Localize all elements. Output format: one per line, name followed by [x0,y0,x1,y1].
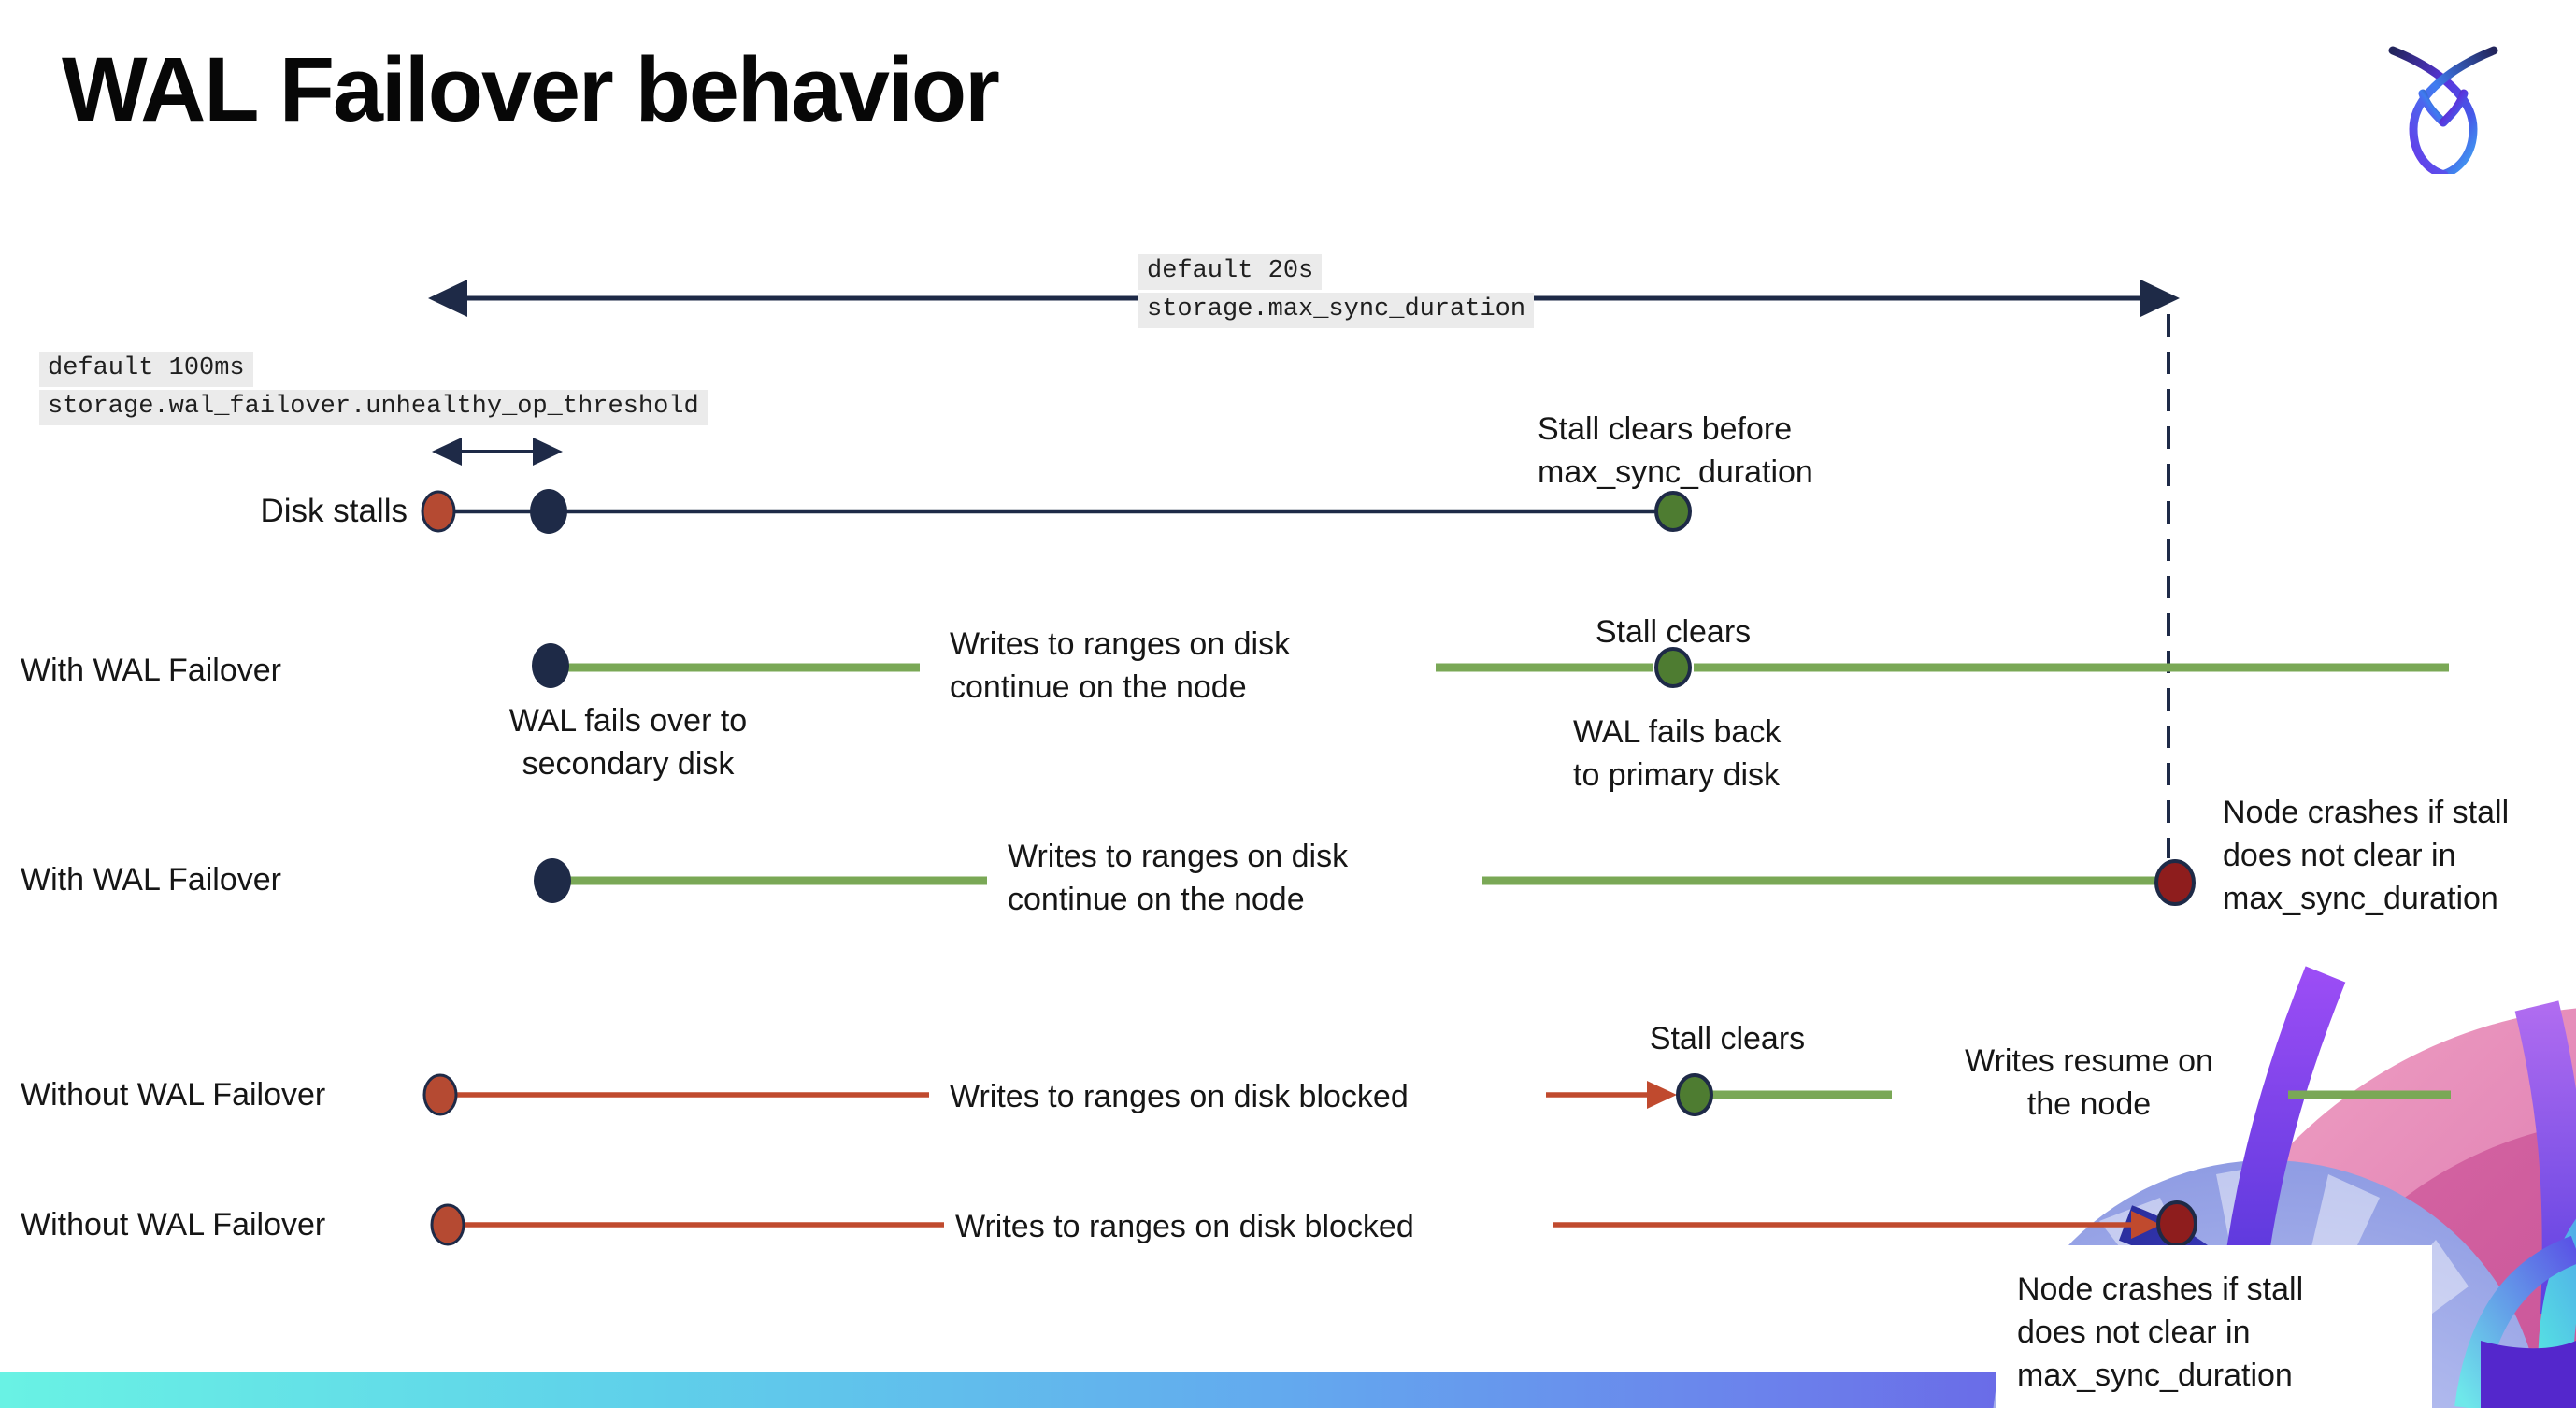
row-label-with-wal-failover-1: With WAL Failover [21,653,281,688]
max-sync-default-value: default 20s [1138,254,1323,290]
cockroachdb-logo-icon [2388,46,2498,174]
failback-note: WAL fails back to primary disk [1573,714,1782,793]
stall-start-dot [421,490,456,533]
failover-dot-2 [534,858,571,903]
writes-blocked-note-1: Writes to ranges on disk blocked [950,1079,1409,1114]
logo-y-right-branch [2439,89,2469,127]
threshold-annotation: default 100ms storage.wal_failover.unhea… [39,352,708,428]
threshold-setting-name: storage.wal_failover.unhealthy_op_thresh… [39,390,708,425]
row-label-without-wal-failover-1: Without WAL Failover [21,1077,326,1113]
threshold-dot [530,489,567,534]
max-sync-duration-annotation: default 20s storage.max_sync_duration [1138,254,1535,331]
crash-dot-2 [2156,1200,2197,1247]
writes-resume-note: Writes resume on the node [1965,1043,2213,1122]
stall-clear-dot-2 [1676,1073,1713,1116]
stall-clears-label-2: Stall clears [1649,1021,1806,1056]
writes-continue-note-2: Writes to ranges on disk continue on the… [1008,839,1349,917]
logo-left-curve [2388,46,2478,174]
failover-dot [532,643,569,688]
logo-y-left-branch [2418,89,2448,127]
threshold-default-value: default 100ms [39,352,253,387]
stall-clear-dot [1654,491,1692,532]
max-sync-setting-name: storage.max_sync_duration [1138,293,1535,328]
crash-note-1: Node crashes if stall does not clear in … [2223,795,2510,916]
logo-right-curve [2409,46,2498,174]
crash-note-2: Node crashes if stall does not clear in … [2017,1272,2304,1393]
stall-clears-label-1: Stall clears [1595,614,1752,650]
row-label-disk-stalls: Disk stalls [260,493,408,529]
stall-start-dot-3 [430,1203,465,1246]
row-label-with-wal-failover-2: With WAL Failover [21,862,281,898]
threshold-arrow [432,438,563,466]
page-title: WAL Failover behavior [62,38,1000,140]
writes-continue-note-1: Writes to ranges on disk continue on the… [950,626,1291,705]
row-label-without-wal-failover-2: Without WAL Failover [21,1207,326,1243]
stall-clears-before-note: Stall clears before max_sync_duration [1538,411,1813,490]
failover-note: WAL fails over to secondary disk [508,703,748,782]
art-right-purple-arc [2514,1000,2576,1315]
crash-dot [2154,859,2196,906]
failback-dot [1654,647,1692,688]
stall-start-dot-2 [422,1073,458,1116]
writes-blocked-note-2: Writes to ranges on disk blocked [955,1209,1414,1244]
